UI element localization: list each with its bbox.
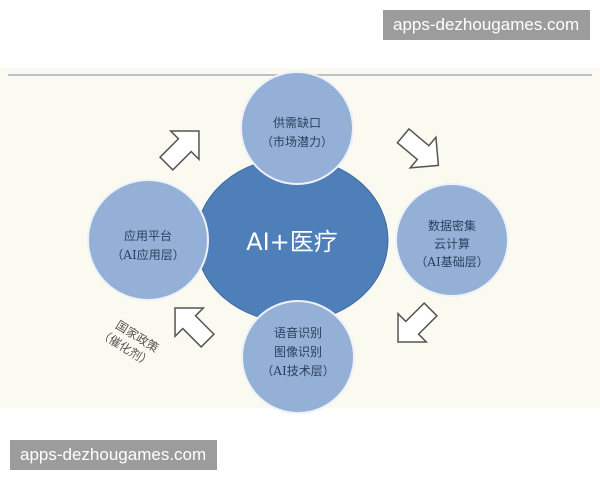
node-left: 应用平台 （AI应用层） bbox=[87, 179, 209, 301]
node-left-line2: （AI应用层） bbox=[111, 247, 184, 262]
node-right-line1: 数据密集 bbox=[428, 218, 476, 233]
arrow-down-left-icon bbox=[383, 294, 446, 357]
node-bottom: 语音识别 图像识别 （AI技术层） bbox=[241, 300, 355, 414]
node-top: 供需缺口 （市场潜力） bbox=[240, 71, 354, 185]
node-bottom-line2: 图像识别 bbox=[274, 345, 322, 359]
node-top-line2: （市场潜力） bbox=[261, 134, 333, 149]
watermark-bottom: apps-dezhougames.com bbox=[10, 440, 217, 470]
node-left-line1: 应用平台 bbox=[124, 228, 172, 243]
arrow-down-right-icon bbox=[389, 119, 452, 182]
node-right-line2: 云计算 bbox=[434, 236, 470, 251]
center-label: AI+医疗 bbox=[246, 228, 338, 256]
node-right: 数据密集 云计算 （AI基础层） bbox=[395, 183, 509, 297]
arrow-up-left-icon bbox=[160, 293, 223, 356]
side-note: 国家政策 （催化剂） bbox=[96, 317, 162, 370]
node-bottom-line1: 语音识别 bbox=[274, 325, 322, 340]
node-bottom-line3: （AI技术层） bbox=[261, 364, 334, 378]
watermark-top: apps-dezhougames.com bbox=[383, 10, 590, 40]
arrow-up-right-icon bbox=[151, 116, 214, 179]
node-top-line1: 供需缺口 bbox=[273, 115, 321, 130]
node-right-line3: （AI基础层） bbox=[415, 255, 488, 269]
